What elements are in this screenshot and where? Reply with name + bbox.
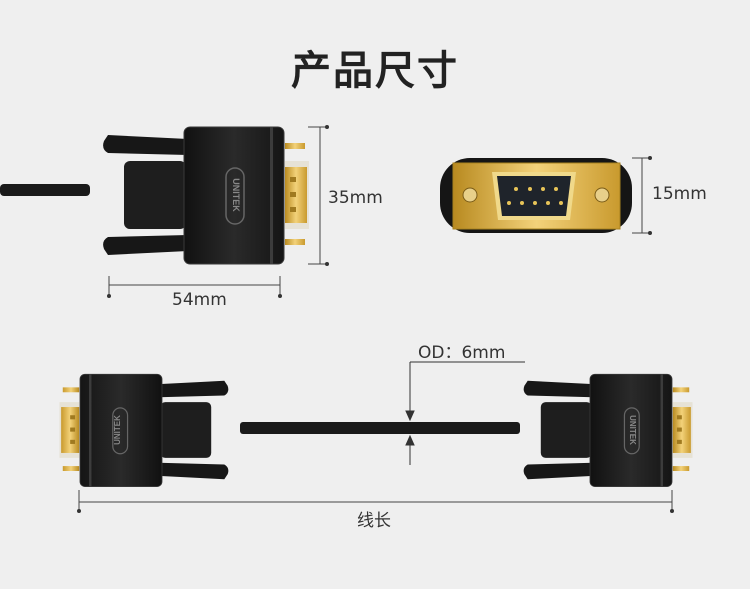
- arrow-up-icon: [405, 434, 415, 446]
- vga-connector-side-view: [102, 126, 310, 265]
- brand-logo: UNITEK: [231, 178, 241, 212]
- vga-connector-left: [58, 373, 229, 488]
- dimension-dot: [648, 156, 652, 160]
- connector-pins: [507, 187, 563, 205]
- dimension-dot: [325, 125, 329, 129]
- brand-logo: UNITEK: [113, 415, 122, 445]
- dimension-cable-length: [78, 490, 673, 511]
- dimension-dot: [670, 509, 674, 513]
- cable-length-label: 线长: [357, 511, 391, 531]
- face-height-label: 15mm: [652, 184, 707, 204]
- brand-logo: UNITEK: [628, 415, 637, 445]
- page-title: 产品尺寸: [291, 48, 459, 94]
- dimension-length: [108, 276, 281, 296]
- cable: [240, 422, 520, 434]
- screw-hole: [462, 187, 478, 203]
- dimension-face-height: [632, 157, 650, 234]
- od-label: OD：6mm: [418, 343, 506, 363]
- dimension-dot: [278, 294, 282, 298]
- vga-connector-face-view: [440, 158, 632, 233]
- height-label: 35mm: [328, 188, 383, 208]
- dimension-dot: [648, 231, 652, 235]
- dimension-height: [308, 126, 327, 265]
- od-indicator: [405, 361, 525, 465]
- arrow-down-icon: [405, 410, 415, 422]
- length-label: 54mm: [172, 290, 227, 310]
- cable: [0, 184, 90, 196]
- dimension-dot: [325, 262, 329, 266]
- dimension-dot: [77, 509, 81, 513]
- dimension-dot: [107, 294, 111, 298]
- vga-connector-right: [523, 373, 694, 488]
- screw-hole: [594, 187, 610, 203]
